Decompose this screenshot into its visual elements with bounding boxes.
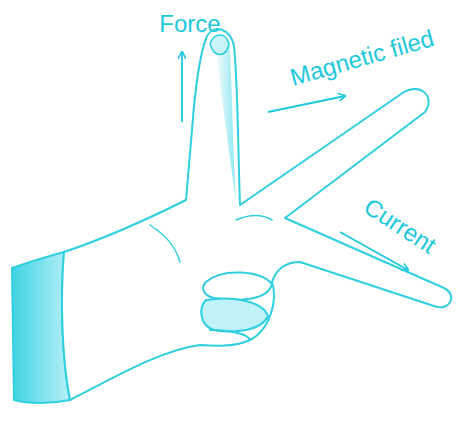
folded-finger-edge — [210, 330, 250, 340]
thumb-shade — [214, 37, 236, 200]
finger-crease — [236, 216, 272, 221]
field-arrow — [268, 96, 345, 112]
force-arrow — [181, 52, 183, 122]
force-label: Force — [159, 10, 220, 38]
hand-outline — [62, 29, 451, 400]
palm-crease — [150, 225, 180, 262]
sleeve-cuff — [12, 252, 70, 403]
folded-finger — [201, 299, 268, 332]
field-label: Magnetic filed — [287, 24, 437, 92]
folded-finger — [203, 272, 272, 299]
thumb-nail — [210, 35, 229, 55]
